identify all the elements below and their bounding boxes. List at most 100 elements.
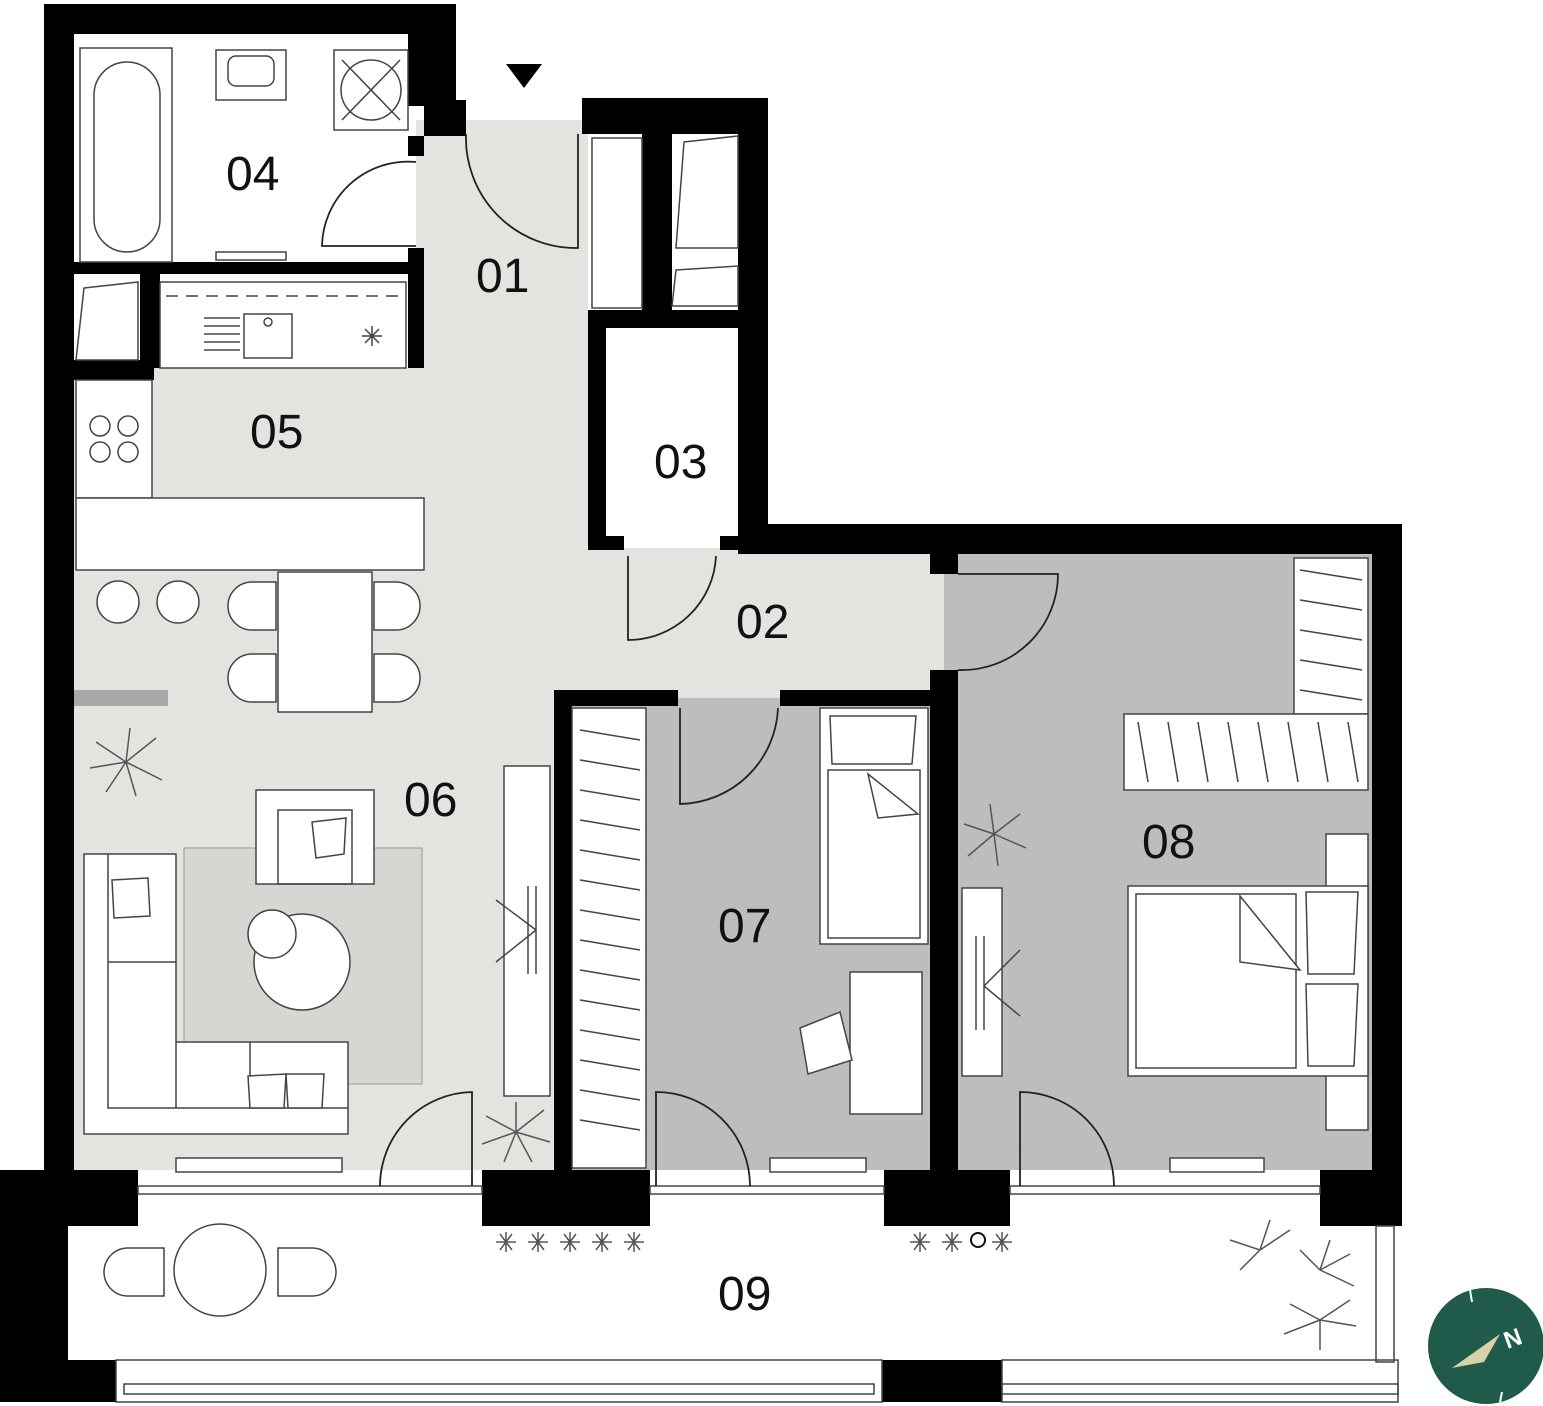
balcony-chair-2-icon	[277, 1247, 337, 1297]
plant-06b-icon	[481, 1102, 551, 1163]
desk-07-icon	[849, 971, 923, 1115]
coffee-table-small-icon	[247, 909, 297, 959]
room-label-08: 08	[1142, 816, 1195, 869]
pier-3	[884, 1170, 1010, 1226]
kitchen-counter-icon	[159, 281, 407, 369]
entry-arrow-icon	[506, 64, 542, 88]
wall-08-left-top	[930, 552, 958, 574]
bathtub-inner	[93, 61, 161, 253]
storage-cabinet-2-icon	[671, 265, 739, 307]
balcony-table-icon	[173, 1223, 267, 1317]
floor-wc-03	[604, 328, 738, 542]
door-wc	[627, 555, 717, 641]
kitchen-cabinet-icon	[75, 281, 139, 361]
sofa-cushion-2-icon	[247, 1073, 287, 1109]
room-label-06: 06	[404, 774, 457, 827]
burner-2	[117, 415, 139, 437]
chair-1-icon	[227, 581, 277, 631]
wardrobe-08-side-hangers	[1137, 721, 1359, 783]
stool-2-icon	[156, 580, 200, 624]
wall-kitchen-left	[74, 360, 154, 380]
balcony-bottom-l	[68, 1360, 116, 1402]
compass-tick-top	[1469, 1289, 1473, 1303]
blanket-fold-07	[866, 772, 920, 819]
wall-storage-mid	[642, 130, 672, 326]
wardrobe-08-top-hangers	[1299, 569, 1363, 701]
tv-unit-icon	[503, 765, 551, 1097]
railing-1-inner	[123, 1383, 875, 1395]
blanket-fold-08	[1239, 893, 1302, 971]
floor-hall-01	[416, 120, 588, 368]
kitchen-sink-icon	[243, 313, 293, 359]
wall-storage-right	[738, 100, 768, 548]
tv-08-icon	[975, 936, 1021, 1030]
balcony-left	[0, 1170, 68, 1402]
tv-unit-08-icon	[961, 887, 1003, 1077]
door-balcony-07	[655, 1091, 751, 1187]
plant-08-icon	[963, 803, 1027, 867]
bed-07-inner	[827, 769, 921, 939]
balcony-chair-1-icon	[103, 1247, 165, 1297]
plant-06-icon	[89, 727, 163, 797]
wall-right-top	[738, 524, 1402, 554]
wall-bath-right	[408, 4, 456, 106]
room-label-04: 04	[226, 148, 279, 201]
burner-1	[89, 415, 111, 437]
door-bath	[321, 160, 417, 247]
room-label-01: 01	[476, 250, 529, 303]
room-label-02: 02	[736, 596, 789, 649]
sofa-icon	[83, 853, 349, 1135]
compass-needle-icon	[1452, 1334, 1500, 1368]
balcony-bottom-m	[882, 1360, 1002, 1402]
compass: N	[1428, 1288, 1543, 1404]
sofa-seams	[107, 854, 348, 1109]
railing-2-inner	[1001, 1383, 1399, 1395]
door-entry	[465, 133, 579, 249]
pier-4	[1320, 1170, 1402, 1226]
room-label-03: 03	[654, 436, 707, 489]
plant-balcony-row2-icon	[910, 1232, 1012, 1252]
wall-left	[44, 4, 74, 1198]
pillow-08-1-icon	[1305, 891, 1359, 975]
wall-07-top-r	[780, 690, 932, 706]
floor-corridor-02	[588, 548, 944, 698]
wall-bath-side	[408, 136, 424, 156]
wall-top-bath	[44, 4, 424, 34]
hall-wardrobe-icon	[591, 137, 643, 309]
glazing-2	[649, 1185, 885, 1195]
furniture	[75, 47, 1369, 1317]
burner-3	[89, 441, 111, 463]
railing-2	[1001, 1359, 1399, 1403]
chair-4-icon	[373, 653, 421, 703]
wall-kitchen-top	[140, 274, 160, 368]
bath-shelf-icon	[215, 251, 287, 261]
wall-bath-jamb	[424, 100, 466, 136]
sofa-cushion-1-icon	[111, 877, 151, 919]
door-07	[679, 707, 779, 805]
sofa-cushion-3-icon	[285, 1073, 325, 1109]
desk-chair-07-icon	[799, 1010, 853, 1075]
pillow-07-icon	[829, 715, 917, 765]
doors	[321, 64, 1115, 1187]
washer-drum	[340, 59, 402, 121]
wall-bath-bottom	[74, 262, 424, 274]
wall-07-top-l	[554, 690, 678, 706]
radiator-07-icon	[769, 1157, 867, 1173]
room-labels: 04 01 05 03 02 06 07 08 09	[226, 148, 1195, 1321]
glazing-1	[137, 1185, 483, 1195]
pier-2	[482, 1170, 650, 1226]
room-label-05: 05	[250, 406, 303, 459]
bed-08-inner	[1135, 893, 1297, 1069]
stove-counter-icon	[75, 379, 153, 499]
radiator-08-icon	[1169, 1157, 1265, 1173]
armchair-seat	[277, 809, 353, 885]
washer-cross	[341, 59, 401, 121]
wall-right	[1372, 524, 1402, 1198]
wardrobe-07-hangers	[579, 729, 641, 1131]
burner-4	[117, 441, 139, 463]
room-label-09: 09	[718, 1268, 771, 1321]
wall-wc-bottom-l	[588, 536, 624, 550]
wall-wc-left	[588, 310, 606, 550]
chair-2-icon	[227, 653, 277, 703]
drainer-lines-icon	[204, 317, 240, 351]
